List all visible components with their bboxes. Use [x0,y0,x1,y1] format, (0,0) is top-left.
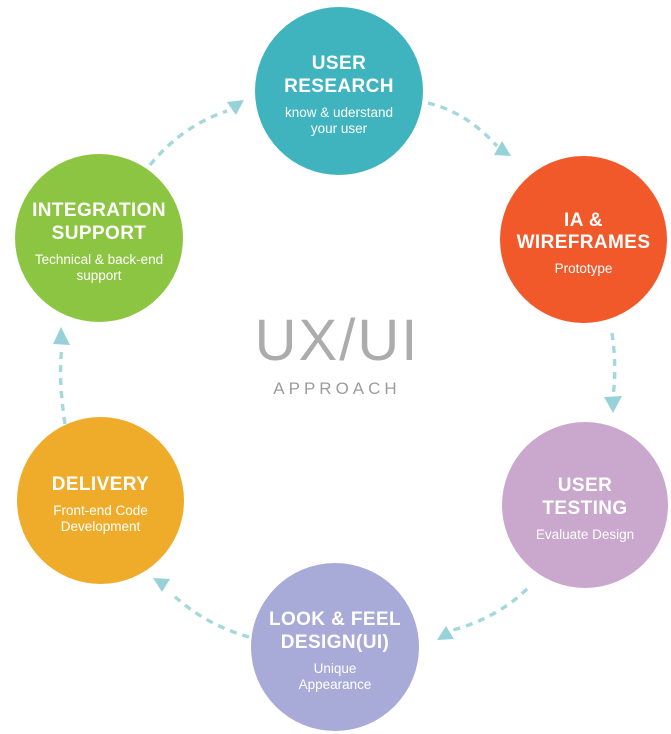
arrow-dash-line [148,109,228,167]
step-subtitle: Technical & back-end support [34,251,164,283]
arrow-integration-to-research [148,100,244,167]
arrowhead-icon [153,578,170,592]
diagram-center: UX/UI APPROACH [255,312,420,399]
step-subtitle: Unique Appearance [298,660,372,692]
step-subtitle: Prototype [554,261,613,277]
arrowhead-icon [437,626,454,640]
arrow-dash-line [58,345,67,425]
arrow-research-to-wireframes [427,101,511,156]
step-title: USER TESTING [542,475,628,519]
step-title: USER RESEARCH [284,53,394,97]
arrowhead-icon [604,396,622,413]
step-subtitle: Front-end Code Development [53,502,148,534]
arrow-testing-to-design [437,587,529,640]
arrow-dash-line [171,593,250,639]
arrowhead-icon [494,141,511,156]
arrow-dash-line [610,332,617,397]
step-title: DELIVERY [51,473,150,495]
arrowhead-icon [53,327,70,345]
center-subtitle: APPROACH [273,379,401,398]
arrow-dash-line [427,101,499,148]
arrow-design-to-delivery [153,578,250,639]
step-title: LOOK & FEEL DESIGN(UI) [268,609,402,653]
step-look-feel-design: LOOK & FEEL DESIGN(UI) Unique Appearance [251,563,419,731]
arrow-delivery-to-integration [53,327,70,425]
step-ia-wireframes: IA & WIREFRAMES Prototype [500,156,667,323]
arrow-wireframes-to-testing [604,332,622,413]
arrow-dash-line [452,587,529,632]
center-title: UX/UI [254,308,420,373]
step-subtitle: know & uderstand your user [284,104,394,136]
step-subtitle: Evaluate Design [535,526,635,542]
step-title: IA & WIREFRAMES [516,209,651,254]
step-user-research: USER RESEARCH know & uderstand your user [255,7,423,175]
step-title: INTEGRATION SUPPORT [32,200,166,244]
arrowhead-icon [227,100,244,115]
step-integration-support: INTEGRATION SUPPORT Technical & back-end… [15,154,183,322]
step-delivery: DELIVERY Front-end Code Development [17,417,184,584]
step-user-testing: USER TESTING Evaluate Design [502,422,668,588]
